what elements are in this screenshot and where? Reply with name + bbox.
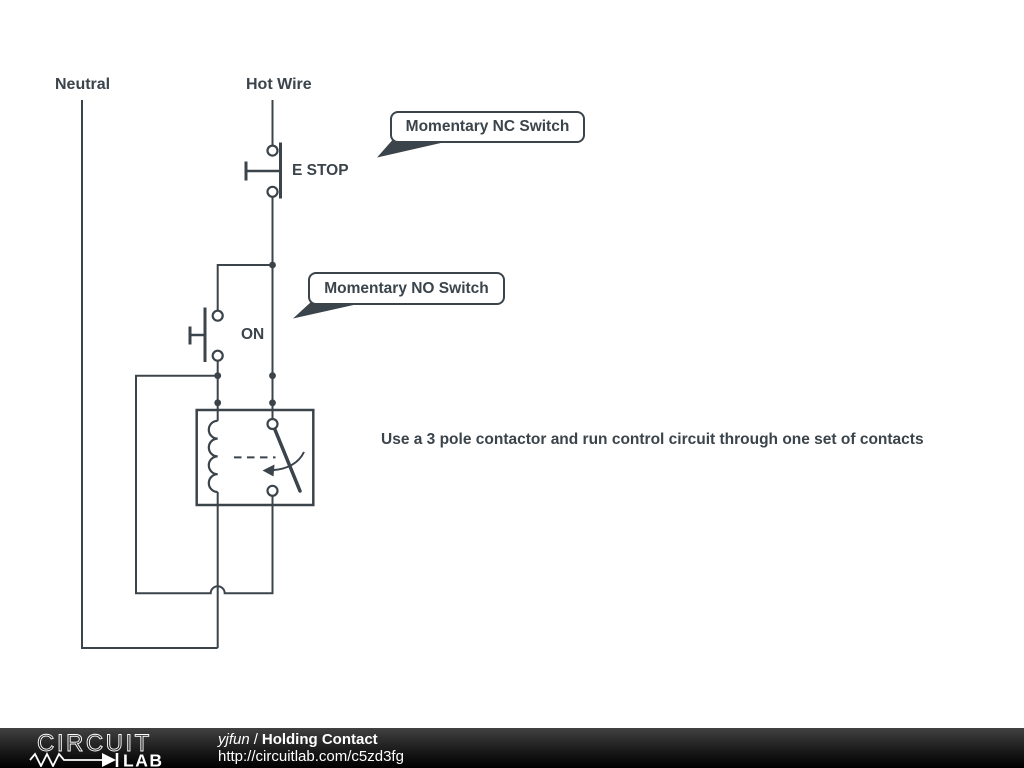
on-terminal-top [211, 309, 224, 322]
logo-lab-text: LAB [123, 751, 163, 768]
on-switch-symbol [188, 307, 224, 362]
contact-terminal-top [266, 417, 279, 431]
junction-dot [269, 261, 276, 269]
estop-terminal-top [266, 144, 279, 157]
nc-callout-tail [377, 140, 443, 158]
byline-separator: / [253, 731, 258, 748]
estop-label: E STOP [292, 162, 349, 179]
no-switch-callout-text: Momentary NO Switch [324, 279, 489, 297]
contact-terminal-bottom [266, 484, 279, 497]
hot-wire-label: Hot Wire [246, 76, 312, 93]
wire-holding-loop [135, 374, 274, 595]
contactor-box [195, 408, 315, 507]
schematic-url: http://circuitlab.com/c5zd3fg [218, 748, 404, 765]
circuit-svg [81, 100, 443, 649]
note-text: Use a 3 pole contactor and run control c… [381, 431, 924, 448]
junction-dot [214, 399, 222, 407]
contactor-arrow-arc [271, 451, 305, 472]
contactor-symbol [195, 408, 315, 507]
schematic-byline: yjfun/Holding Contact [218, 731, 404, 748]
contactor-arrow-head [262, 464, 275, 477]
contactor-coil [207, 419, 218, 494]
logo-circuit-text: CIRCUIT [37, 730, 152, 757]
on-label: ON [241, 326, 265, 343]
logo-resistor-icon [29, 751, 102, 767]
estop-terminal-bottom [266, 185, 279, 198]
nc-switch-callout: Momentary NC Switch [390, 111, 585, 143]
author-name: yjfun [218, 731, 250, 748]
on-terminal-bottom [211, 349, 224, 362]
no-switch-callout: Momentary NO Switch [308, 272, 505, 305]
junction-dots [214, 261, 276, 407]
wire-neutral-rail [81, 100, 218, 649]
footer-bar: CIRCUIT LAB yjfun/Holding Contact http:/… [0, 728, 1024, 768]
logo-diode-icon [102, 753, 116, 767]
wire-on-branch [216, 264, 273, 311]
neutral-label: Neutral [55, 76, 111, 93]
contactor-blade [272, 426, 302, 493]
estop-switch-symbol [244, 142, 282, 199]
nc-switch-callout-text: Momentary NC Switch [405, 118, 570, 135]
no-callout-tail [293, 302, 358, 319]
junction-dot [269, 372, 276, 380]
junction-dot [214, 372, 222, 380]
circuitlab-logo: CIRCUIT LAB [29, 730, 163, 768]
footer-meta: yjfun/Holding Contact http://circuitlab.… [218, 731, 404, 765]
junction-dot [269, 399, 276, 407]
schematic-title: Holding Contact [261, 731, 378, 748]
